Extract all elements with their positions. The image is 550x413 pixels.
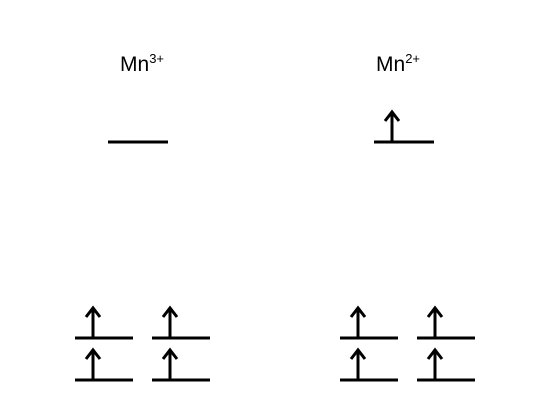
ion-label-mn3: Mn3+ bbox=[120, 44, 164, 80]
ion-charge: 2+ bbox=[405, 51, 421, 66]
ion-symbol: Mn bbox=[376, 53, 406, 76]
electron-spin-up-arrow bbox=[161, 305, 179, 338]
electron-spin-up-arrow bbox=[426, 305, 444, 338]
electron-spin-up-arrow bbox=[84, 305, 102, 338]
ion-label-mn2: Mn2+ bbox=[376, 44, 420, 80]
electron-spin-up-arrow bbox=[349, 347, 367, 380]
electron-spin-up-arrow bbox=[84, 347, 102, 380]
ion-symbol: Mn bbox=[120, 53, 150, 76]
electron-spin-up-arrow bbox=[426, 347, 444, 380]
electron-spin-up-arrow bbox=[161, 347, 179, 380]
ion-charge: 3+ bbox=[149, 51, 165, 66]
electron-spin-up-arrow bbox=[349, 305, 367, 338]
electron-spin-up-arrow bbox=[383, 109, 401, 142]
